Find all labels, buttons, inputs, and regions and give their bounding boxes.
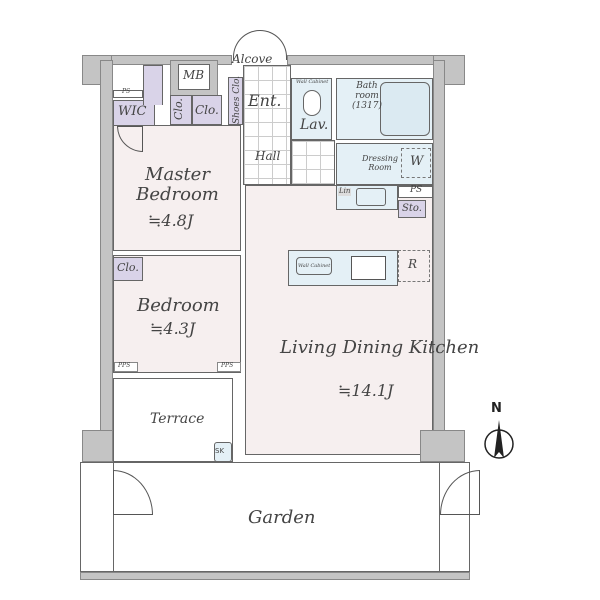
shoes-closet[interactable]: [228, 77, 243, 125]
wic-label: WIC: [118, 104, 147, 119]
bathtub-icon: [380, 82, 430, 136]
pps-box-2: [217, 362, 241, 372]
master-bedroom-label: Master Bedroom: [136, 164, 219, 205]
washer-space: [401, 148, 431, 178]
mb-box: [178, 64, 210, 90]
pps1-label: PPS: [118, 362, 131, 369]
lin-label: Lin: [338, 187, 352, 196]
garden[interactable]: [80, 462, 470, 572]
closet-1[interactable]: [170, 95, 192, 125]
terrace[interactable]: [113, 378, 233, 462]
wic-ext: [143, 65, 163, 105]
lav-label: Lav.: [300, 117, 329, 133]
stove-icon: [351, 256, 386, 280]
shoes-clo-label: Shoes Clo.: [232, 75, 243, 124]
mb-label: MB: [183, 68, 205, 82]
toilet-icon: [303, 90, 321, 116]
north-arrow-icon: [484, 420, 514, 459]
terrace-label: Terrace: [150, 411, 205, 427]
master-area: ≒4.8J: [148, 211, 194, 230]
ps-box: [398, 186, 433, 198]
bath-label: Bath room (1317): [352, 81, 382, 111]
dressing-label: Dressing Room: [361, 154, 398, 172]
pps-box-1: [114, 362, 138, 372]
alcove-label: Alcove: [232, 52, 273, 66]
w-label: W: [410, 154, 424, 169]
sink-icon: [356, 188, 386, 206]
fridge-space: [398, 250, 430, 282]
sk-box: [214, 442, 232, 462]
sto-label: Sto.: [402, 203, 422, 214]
garden-inner: [113, 462, 440, 572]
wall-right: [433, 60, 445, 462]
compass-n-label: N: [491, 401, 502, 416]
garden-label: Garden: [248, 507, 316, 528]
ldk-label: Living Dining Kitchen: [280, 337, 480, 358]
kitchen-cabinet-label: Wall Cabinet: [298, 263, 331, 269]
sk-label: SK: [215, 447, 225, 455]
pillar-bottom-left: [82, 430, 113, 462]
kitchen-sink-icon: [296, 257, 332, 275]
ps-top-label: PS: [122, 88, 131, 95]
clo1-label: Clo.: [171, 98, 185, 120]
r-label: R: [408, 257, 418, 271]
ent-label: Ent.: [248, 91, 282, 110]
hall-ext: [291, 140, 335, 185]
closet-2[interactable]: [192, 95, 222, 125]
wall-left: [100, 60, 113, 462]
bedroom-closet[interactable]: [113, 257, 143, 281]
dressing-room[interactable]: [336, 143, 433, 185]
clo2-label: Clo.: [195, 103, 219, 117]
pillar-ldk: [420, 430, 465, 462]
storage[interactable]: [398, 200, 426, 218]
ps-top-box: [113, 90, 143, 98]
living-dining-kitchen[interactable]: [245, 185, 433, 455]
bedroom-clo-label: Clo.: [117, 261, 139, 274]
lav-cabinet-label: Wall Cabinet: [296, 79, 329, 85]
hall-label: Hall: [255, 149, 281, 163]
bedroom-area: ≒4.3J: [150, 319, 196, 338]
ldk-area: ≒14.1J: [338, 381, 394, 400]
garden-wall: [80, 572, 470, 580]
entrance-hall: [243, 65, 291, 185]
bedroom-label: Bedroom: [137, 295, 220, 316]
ps-label: PS: [410, 185, 423, 195]
pps2-label: PPS: [221, 362, 234, 369]
